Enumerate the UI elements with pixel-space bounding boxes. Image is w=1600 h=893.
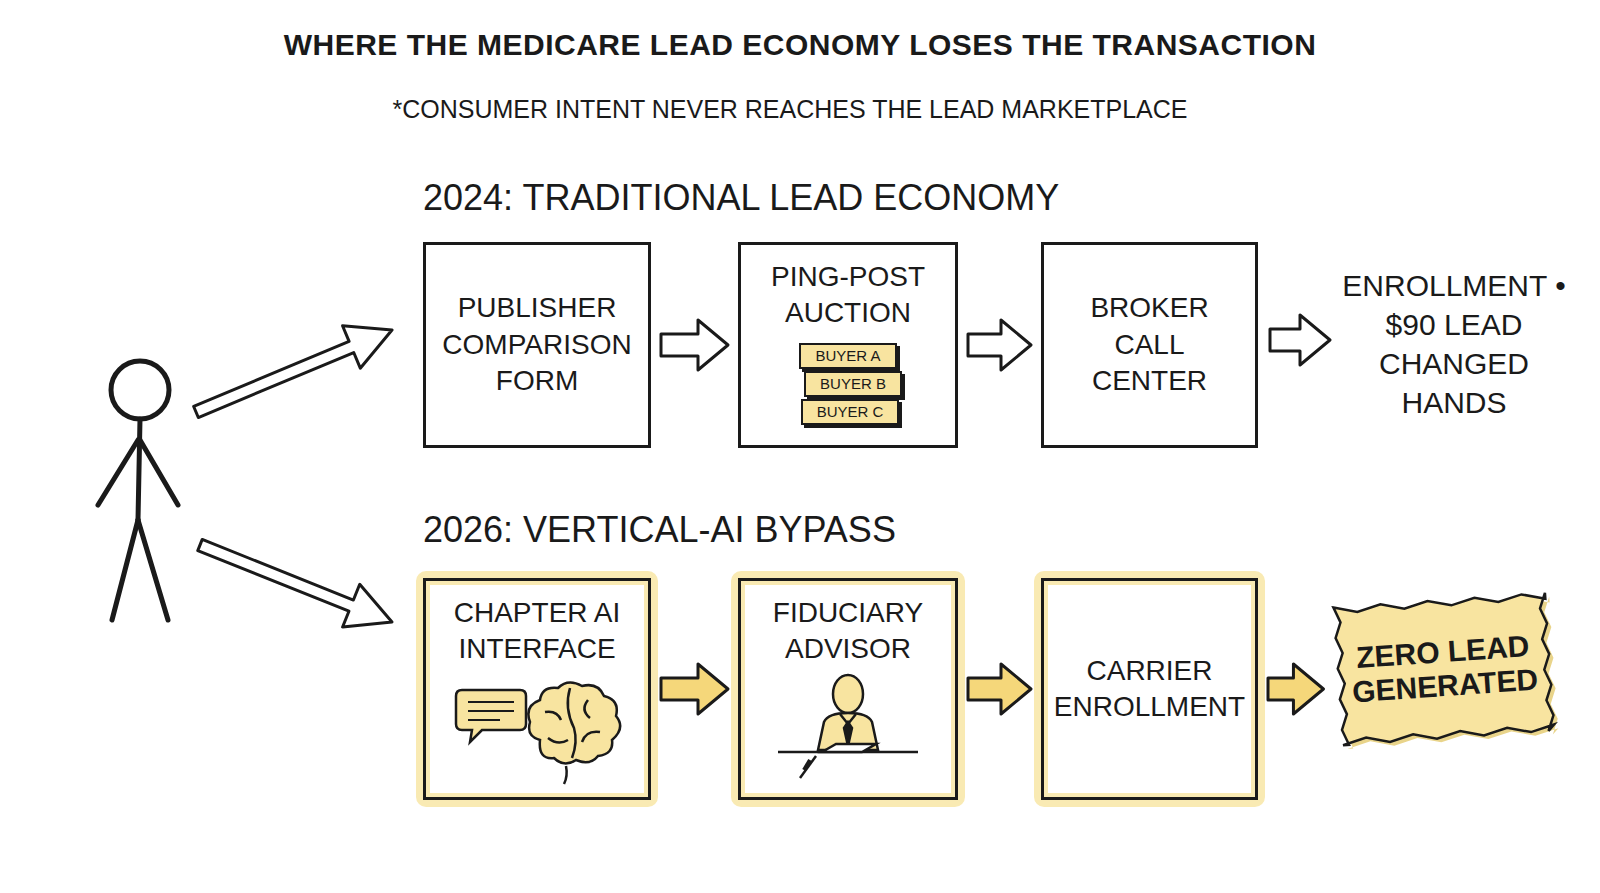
row-heading: 2024: TRADITIONAL LEAD ECONOMY bbox=[423, 176, 1323, 219]
buyer-tag: BUYER C bbox=[801, 399, 899, 425]
process-box: CHAPTER AI INTERFACE bbox=[423, 578, 651, 800]
node-text: ZERO LEAD GENERATED bbox=[1349, 628, 1539, 710]
node-text: BROKER CALL CENTER bbox=[1054, 290, 1245, 399]
brain-icon bbox=[528, 682, 620, 784]
row-heading: 2026: VERTICAL-AI BYPASS bbox=[423, 508, 1323, 551]
node-text: BUYER C bbox=[817, 403, 884, 421]
flow-arrow bbox=[968, 664, 1031, 714]
buyer-tag: BUYER A bbox=[799, 343, 897, 369]
node-text: CARRIER ENROLLMENT bbox=[1054, 653, 1245, 726]
stick-figure bbox=[98, 361, 178, 620]
flow-arrow bbox=[968, 320, 1031, 370]
process-box: PUBLISHER COMPARISON FORM bbox=[423, 242, 651, 448]
ticket-shape: ZERO LEAD GENERATED bbox=[1333, 593, 1554, 745]
process-box: CARRIER ENROLLMENT bbox=[1041, 578, 1258, 800]
title: WHERE THE MEDICARE LEAD ECONOMY LOSES TH… bbox=[0, 28, 1600, 62]
process-box: PING-POST AUCTION BUYER A BUYER B BUYER C bbox=[738, 242, 958, 448]
ticket-outline bbox=[1333, 593, 1554, 745]
flow-arrow bbox=[661, 664, 728, 714]
process-box: FIDUCIARY ADVISOR bbox=[738, 578, 958, 800]
node-text: PING-POST AUCTION bbox=[751, 259, 945, 332]
node-text: CHAPTER AI INTERFACE bbox=[436, 595, 638, 668]
glow bbox=[423, 578, 1258, 800]
node-text: PUBLISHER COMPARISON FORM bbox=[436, 290, 638, 399]
node-text: BUYER B bbox=[820, 375, 886, 393]
flow-arrow bbox=[1270, 315, 1330, 365]
subtitle: *CONSUMER INTENT NEVER REACHES THE LEAD … bbox=[190, 94, 1390, 124]
flow-arrow bbox=[1268, 664, 1323, 714]
node-text: FIDUCIARY ADVISOR bbox=[751, 595, 945, 668]
process-box: BROKER CALL CENTER bbox=[1041, 242, 1258, 448]
outcome-note: ENROLLMENT • $90 LEAD CHANGED HANDS bbox=[1336, 266, 1572, 422]
advisor-figure bbox=[778, 675, 918, 778]
buyer-tag: BUYER B bbox=[804, 371, 902, 397]
chat-bubble-icon bbox=[456, 690, 526, 742]
flow-arrow bbox=[661, 320, 728, 370]
node-text: BUYER A bbox=[815, 347, 880, 365]
intent-arrow bbox=[194, 326, 392, 418]
intent-arrow bbox=[198, 539, 392, 627]
